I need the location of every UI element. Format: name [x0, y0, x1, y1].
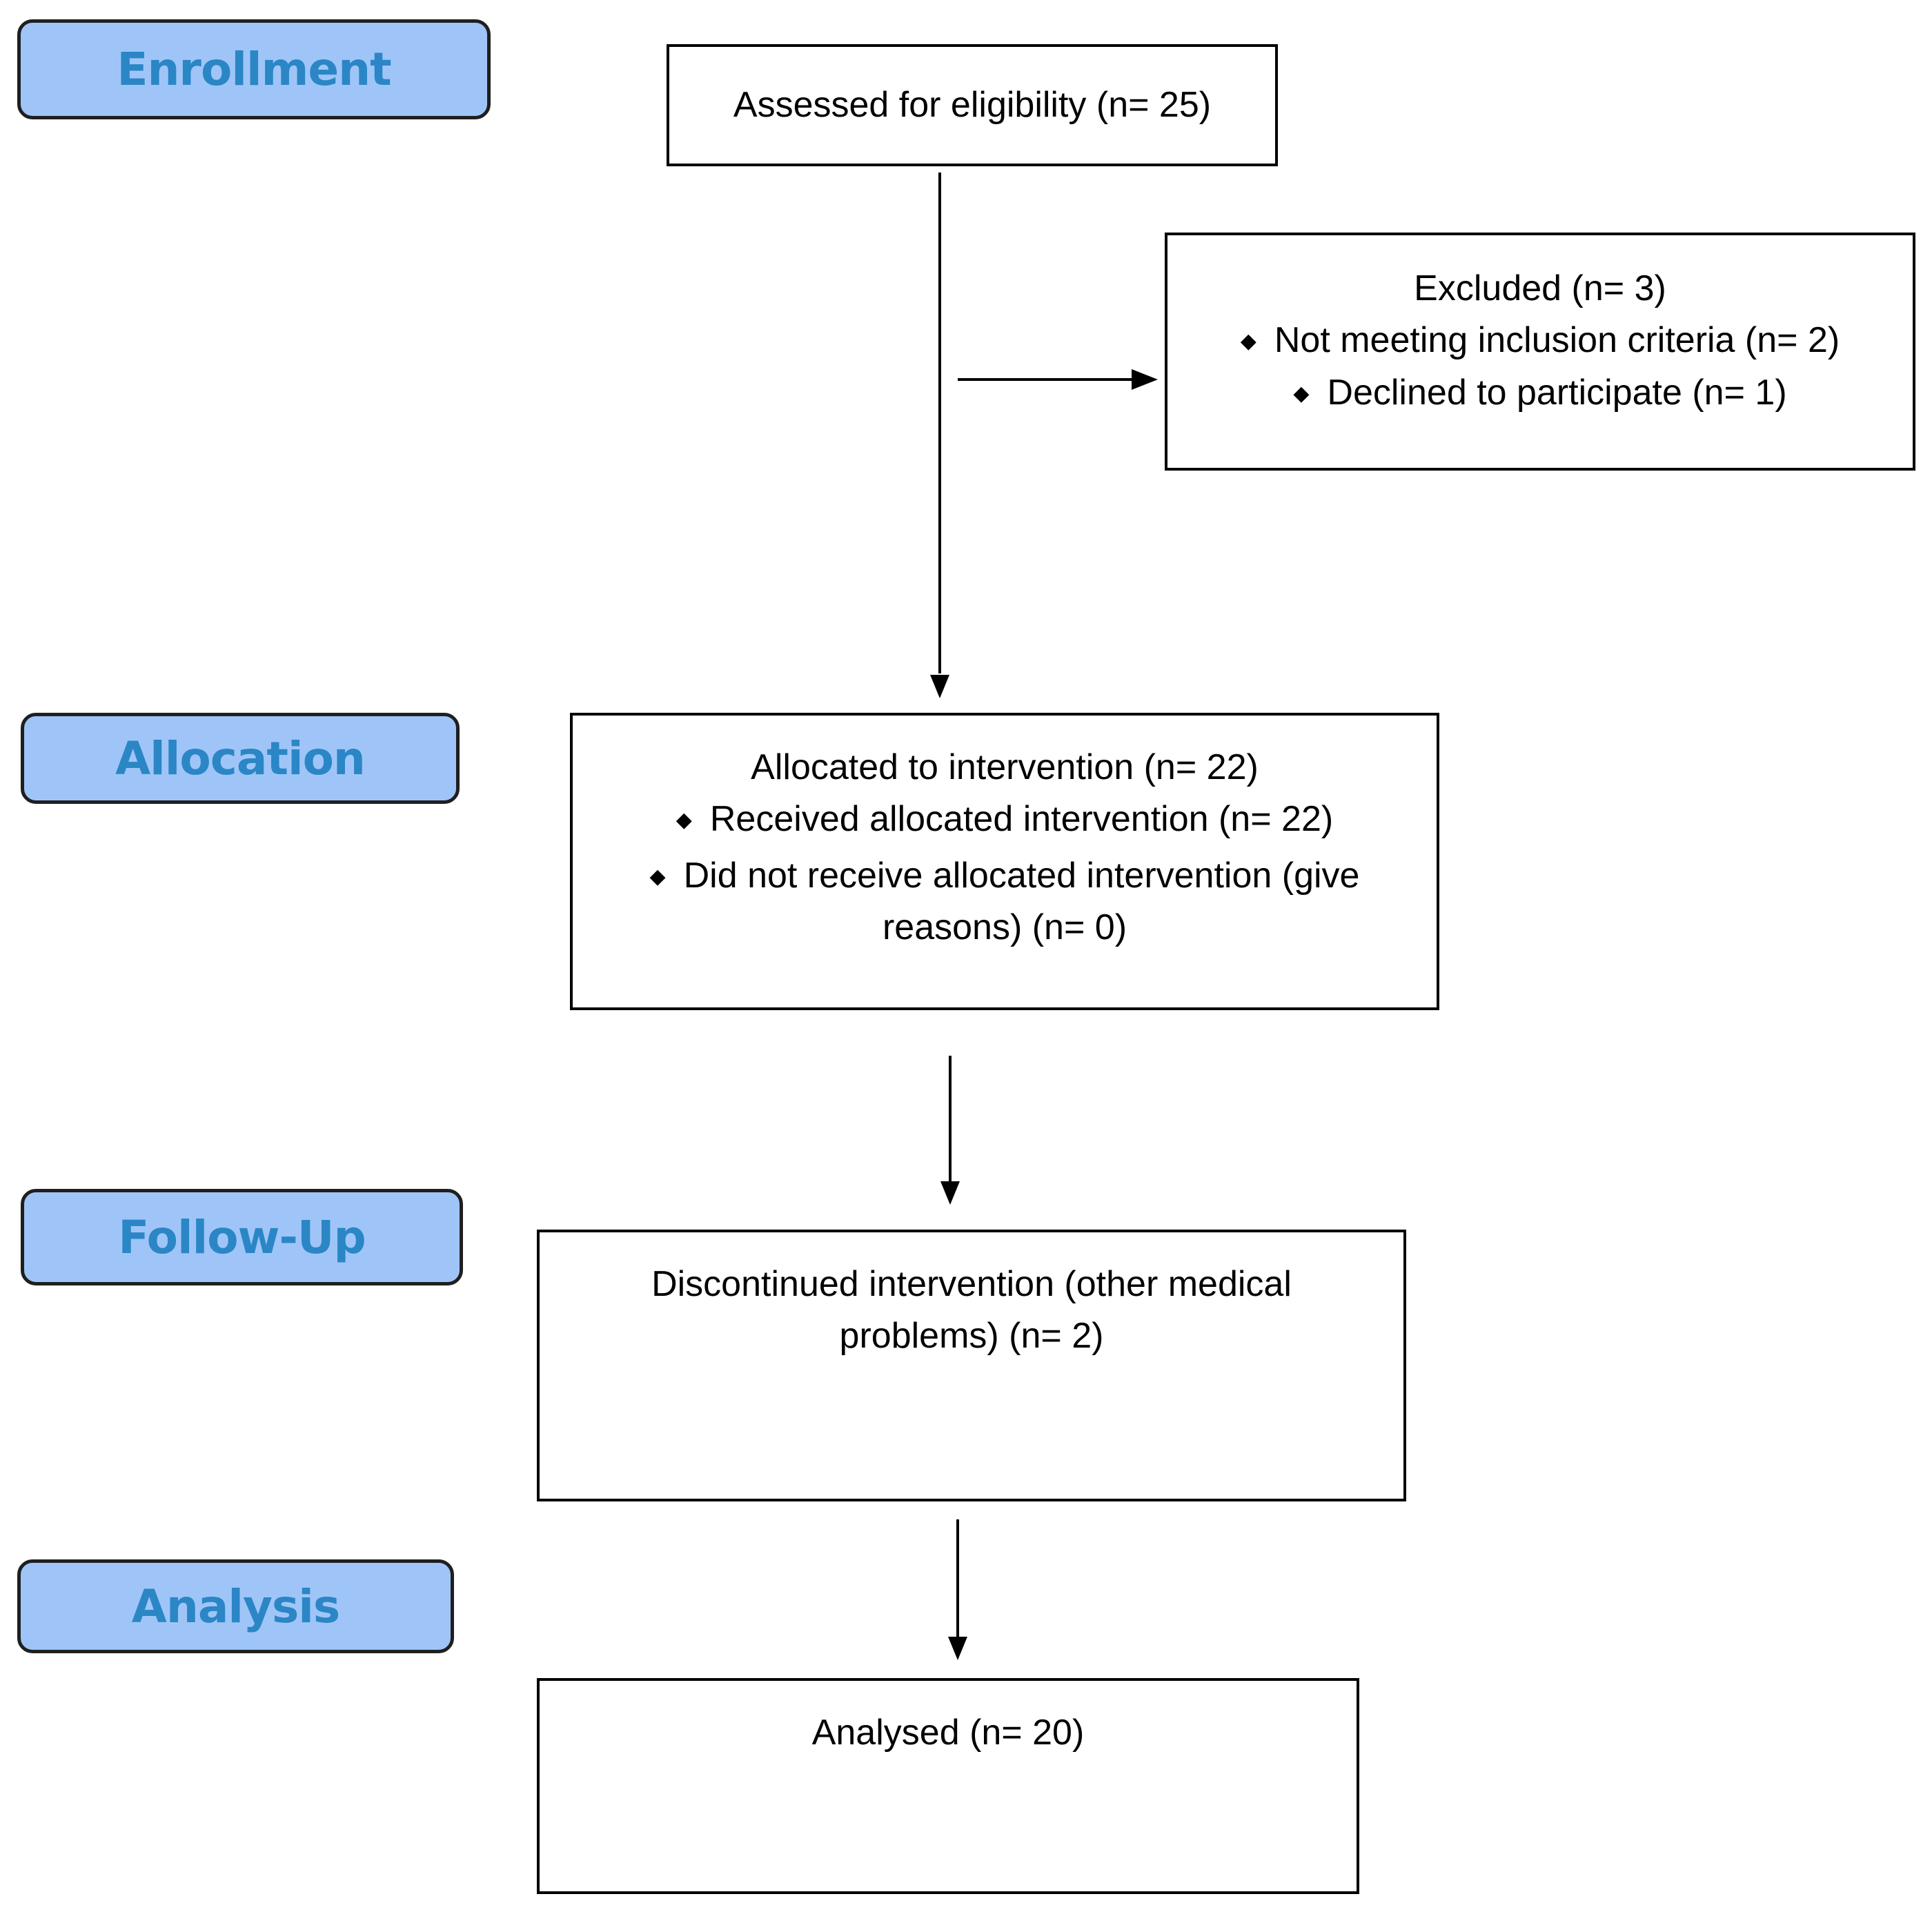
- diamond-bullet-icon: ◆: [649, 865, 666, 888]
- allocated-item-received: ◆ Received allocated intervention (n= 22…: [614, 794, 1395, 845]
- excluded-item-not-meeting: ◆ Not meeting inclusion criteria (n= 2): [1167, 315, 1913, 366]
- discontinued-box: Discontinued intervention (other medical…: [537, 1230, 1406, 1501]
- allocated-item-not-received: ◆ Did not receive allocated intervention …: [614, 850, 1395, 954]
- allocated-item-label: Received allocated intervention (n= 22): [709, 799, 1334, 840]
- diamond-bullet-icon: ◆: [1240, 330, 1256, 353]
- stage-label-analysis: Analysis: [17, 1559, 454, 1653]
- stage-label-allocation: Allocation: [21, 713, 460, 804]
- excluded-box: Excluded (n= 3) ◆ Not meeting inclusion …: [1165, 233, 1915, 471]
- analysed-text: Analysed (n= 20): [811, 1713, 1085, 1753]
- assessed-text: Assessed for eligibility (n= 25): [733, 84, 1212, 125]
- allocated-box: Allocated to intervention (n= 22) ◆ Rece…: [570, 713, 1439, 1010]
- arrowhead-icon: [940, 1181, 960, 1205]
- analysed-box: Analysed (n= 20): [537, 1678, 1359, 1894]
- excluded-item-declined: ◆ Declined to participate (n= 1): [1167, 367, 1913, 419]
- excluded-item-label: Not meeting inclusion criteria (n= 2): [1274, 320, 1840, 361]
- excluded-title: Excluded (n= 3): [1414, 268, 1666, 308]
- discontinued-text: Discontinued intervention (other medical…: [651, 1264, 1292, 1357]
- assessed-box: Assessed for eligibility (n= 25): [667, 44, 1278, 166]
- arrowhead-icon: [930, 675, 949, 698]
- diamond-bullet-icon: ◆: [676, 809, 692, 832]
- arrowhead-icon: [1132, 369, 1158, 390]
- allocated-item-label: Did not receive allocated intervention (…: [683, 855, 1360, 948]
- excluded-item-label: Declined to participate (n= 1): [1327, 372, 1787, 413]
- stage-label-follow-up: Follow-Up: [21, 1189, 463, 1285]
- stage-label-enrollment: Enrollment: [17, 19, 491, 119]
- allocated-title: Allocated to intervention (n= 22): [751, 747, 1259, 787]
- diamond-bullet-icon: ◆: [1293, 382, 1310, 405]
- arrowhead-icon: [948, 1637, 967, 1660]
